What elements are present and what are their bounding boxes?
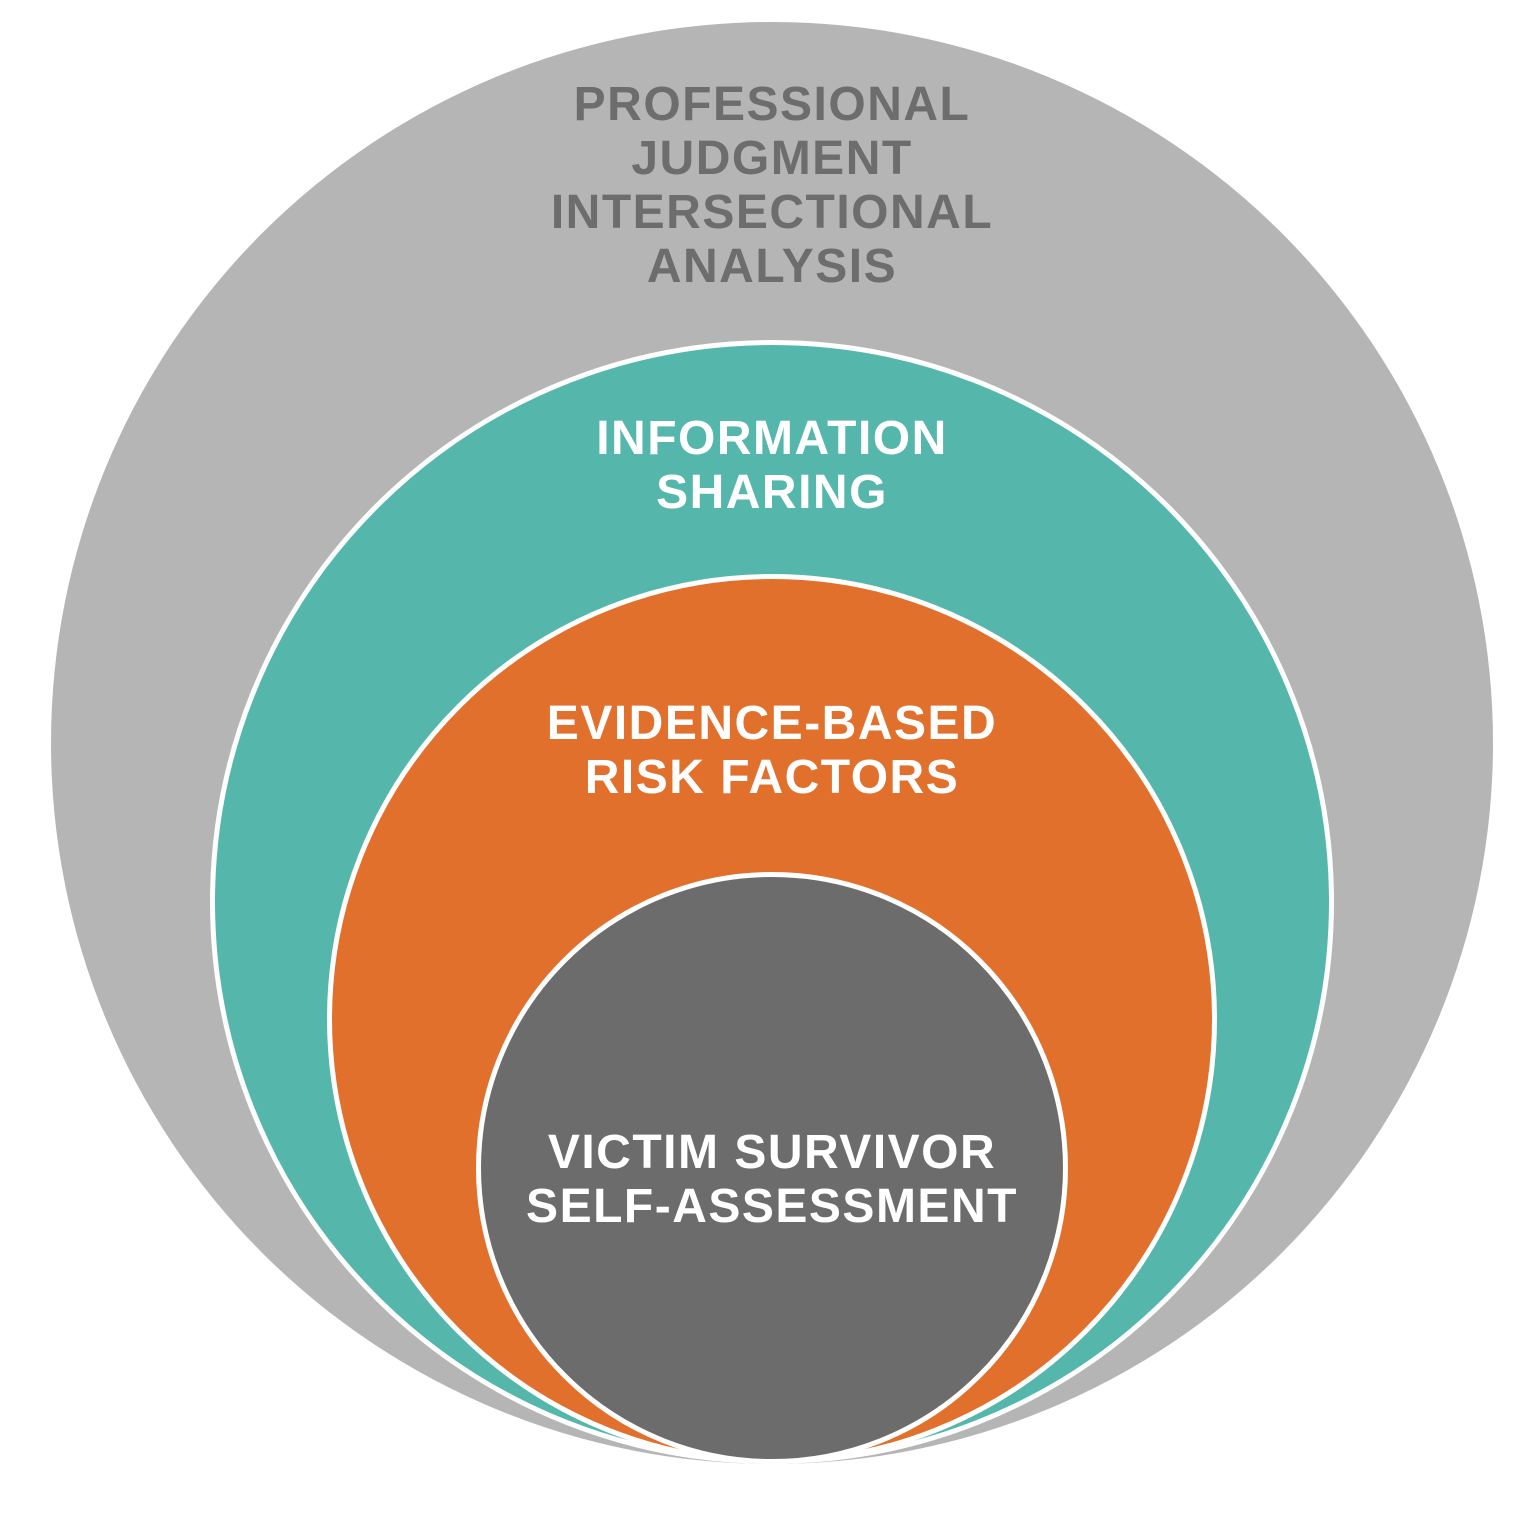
label-information-sharing: INFORMATION SHARING: [596, 412, 948, 519]
label-evidence-based-risk-factors: EVIDENCE-BASED RISK FACTORS: [546, 697, 998, 804]
label-victim-survivor-self-assessment: VICTIM SURVIVOR SELF-ASSESSMENT: [526, 1126, 1018, 1233]
label-professional-judgment: PROFESSIONAL JUDGMENT INTERSECTIONAL ANA…: [550, 78, 994, 293]
circle-victim-survivor-self-assessment: [476, 872, 1068, 1464]
